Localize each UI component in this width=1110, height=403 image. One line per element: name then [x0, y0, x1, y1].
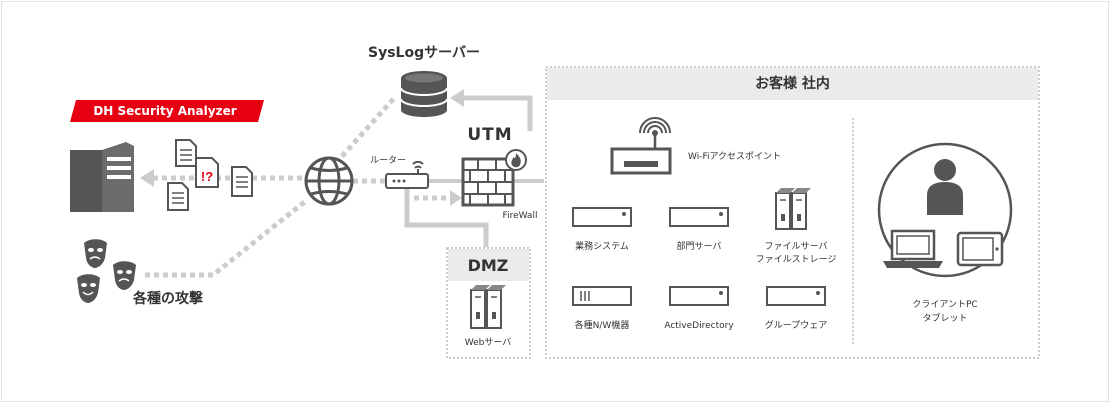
log-document-icon — [167, 182, 189, 211]
department-server-label: 部門サーバ — [676, 242, 722, 252]
mask-icon — [84, 239, 107, 268]
connection-lines — [140, 89, 544, 278]
alert-symbol: !? — [201, 169, 213, 184]
log-document-icon — [231, 166, 253, 197]
firewall-icon — [461, 149, 527, 207]
active-directory-label: ActiveDirectory — [664, 321, 734, 331]
internet-to-syslog-dotted — [334, 94, 398, 165]
client-label-line1: クライアントPC — [912, 300, 978, 310]
analyzer-badge-shape — [70, 100, 264, 122]
office-title: お客様 社内 — [755, 76, 830, 92]
dmz-title: DMZ — [467, 256, 509, 275]
wifi-access-point-icon — [610, 117, 672, 175]
syslog-label: SysLogサーバー — [368, 45, 480, 61]
attacks-to-internet-dotted — [145, 198, 309, 278]
mask-icon — [77, 274, 100, 303]
analyzer-arrow-head — [140, 169, 154, 187]
department-server-icon — [669, 207, 729, 227]
mask-icon — [113, 261, 136, 290]
utm-label: UTM — [467, 125, 513, 145]
tablet-icon — [956, 231, 1004, 267]
analyzer-server-icon — [70, 142, 134, 212]
client-label-line2: タブレット — [922, 314, 968, 324]
web-server-label: Webサーバ — [464, 338, 512, 348]
file-server-icon — [775, 188, 811, 230]
active-directory-server-icon — [669, 286, 729, 306]
attack-mask-icons — [77, 239, 136, 303]
router-label: ルーター — [369, 156, 407, 166]
alert-document-icon — [195, 157, 219, 188]
file-server-label-line1: ファイルサーバ — [764, 242, 828, 252]
attacks-label: 各種の攻撃 — [133, 291, 203, 307]
laptop-icon — [883, 229, 943, 268]
dmz-header — [448, 249, 529, 281]
network-device-icon — [572, 286, 632, 306]
utm-to-syslog-line — [462, 95, 533, 131]
business-system-server-icon — [572, 207, 632, 227]
file-server-label-line2: ファイルストレージ — [755, 255, 837, 265]
groupware-server-icon — [766, 286, 826, 306]
groupware-label: グループウェア — [764, 321, 828, 331]
wifi-label: Wi-Fiアクセスポイント — [688, 152, 782, 162]
business-system-label: 業務システム — [575, 242, 629, 252]
analyzer-badge: DH Security Analyzer — [93, 104, 237, 118]
log-document-icon — [175, 139, 197, 167]
router-to-dmz-line — [404, 188, 489, 247]
firewall-label: FireWall — [502, 211, 538, 221]
log-document-icons — [167, 139, 253, 211]
web-server-icon — [470, 285, 506, 329]
firewall-arrow-head — [450, 190, 462, 206]
internet-globe-icon — [304, 156, 354, 206]
syslog-arrow-head — [450, 89, 464, 107]
office-panel-header — [547, 68, 1038, 100]
network-devices-label: 各種N/W機器 — [574, 321, 630, 331]
user-icon — [927, 159, 963, 215]
router-icon — [385, 160, 429, 189]
fire-icon — [511, 153, 521, 168]
database-icon — [400, 71, 448, 117]
